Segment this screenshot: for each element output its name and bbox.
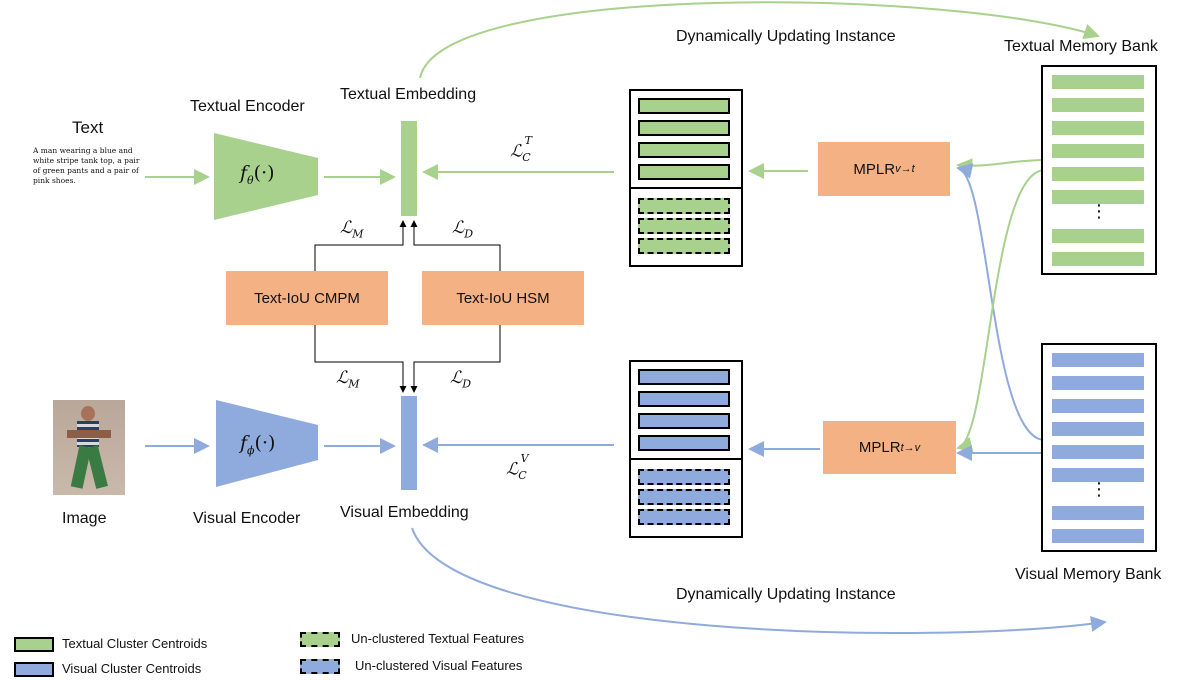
visual-encoder-title: Visual Encoder xyxy=(193,510,301,527)
visual-embedding-bar xyxy=(401,396,417,490)
loss-contrastive-text: ℒCT xyxy=(510,134,533,165)
textual-encoder-function: fθ(·) xyxy=(240,162,275,187)
cmpm-down-connector xyxy=(314,325,407,393)
textual-memory-entry xyxy=(1052,229,1144,243)
visual-centroid xyxy=(638,413,730,429)
legend-visual-centroids: Visual Cluster Centroids xyxy=(62,661,202,676)
image-input-label: Image xyxy=(62,510,107,527)
visual-memory-entry xyxy=(1052,353,1144,367)
text-iou-hsm-box: Text-IoU HSM xyxy=(422,271,584,325)
textual-memory-entry xyxy=(1052,167,1144,181)
visual-memory-entry xyxy=(1052,422,1144,436)
unclustered-visual-feature xyxy=(638,469,730,485)
visual-update-arc xyxy=(411,527,1107,635)
unclustered-textual-feature xyxy=(638,218,730,234)
visual-centroid xyxy=(638,369,730,385)
loss-d-top: ℒD xyxy=(452,218,474,241)
unclustered-visual-feature xyxy=(638,509,730,525)
textual-embedding-title: Textual Embedding xyxy=(340,86,477,103)
visual-memory-entry xyxy=(1052,376,1144,390)
textual-centroid xyxy=(638,164,730,180)
loss-m-bottom: ℒM xyxy=(336,368,360,391)
textual-centroid xyxy=(638,120,730,136)
legend-unclustered-textual-swatch xyxy=(300,632,340,647)
top-update-label: Dynamically Updating Instance xyxy=(676,28,896,45)
visual-memory-entry xyxy=(1052,506,1144,520)
visual-centroid-stack xyxy=(629,360,743,538)
unclustered-visual-feature xyxy=(638,489,730,505)
visual-encoder-function: fϕ(·) xyxy=(240,432,276,457)
person-image xyxy=(53,400,125,495)
visual-memory-bank-title: Visual Memory Bank xyxy=(1015,566,1162,583)
textual-encoder-title: Textual Encoder xyxy=(190,98,305,115)
visual-embedding-title: Visual Embedding xyxy=(340,504,469,521)
loss-contrastive-visual: ℒCV xyxy=(506,452,529,483)
textual-encoder-shape xyxy=(214,133,318,220)
unclustered-textual-feature xyxy=(638,238,730,254)
visual-centroid xyxy=(638,391,730,407)
legend-textual-centroids: Textual Cluster Centroids xyxy=(62,636,208,651)
text-update-arc xyxy=(419,1,1100,79)
visual-centroid xyxy=(638,435,730,451)
textual-memory-entry xyxy=(1052,252,1144,266)
hsm-up-connector xyxy=(410,220,501,271)
legend-unclustered-visual-swatch xyxy=(300,659,340,674)
legend-unclustered-textual: Un-clustered Textual Features xyxy=(351,631,525,646)
hsm-down-connector xyxy=(410,325,501,393)
text-bank-to-mplr-tv-curve xyxy=(956,169,1046,453)
textual-embedding-bar xyxy=(401,121,417,216)
visual-bank-ellipsis: ⋮ xyxy=(1090,479,1108,499)
visual-bank-to-mplr-vt-curve xyxy=(956,163,1046,441)
cmpm-up-connector xyxy=(314,220,407,271)
legend-visual-centroid-swatch xyxy=(14,662,54,677)
loss-d-bottom: ℒD xyxy=(450,368,472,391)
text-bank-to-mplr-vt-curve xyxy=(956,158,1046,175)
textual-memory-entry xyxy=(1052,144,1144,158)
textual-centroid xyxy=(638,142,730,158)
textual-memory-entry xyxy=(1052,75,1144,89)
textual-memory-bank: ⋮ xyxy=(1041,65,1157,275)
textual-bank-ellipsis: ⋮ xyxy=(1090,201,1108,221)
visual-memory-entry xyxy=(1052,529,1144,543)
legend-unclustered-visual: Un-clustered Visual Features xyxy=(355,658,523,673)
textual-memory-entry xyxy=(1052,121,1144,135)
text-input-snippet: A man wearing a blue and white stripe ta… xyxy=(33,146,140,185)
text-iou-cmpm-box: Text-IoU CMPM xyxy=(226,271,388,325)
textual-centroid xyxy=(638,98,730,114)
visual-memory-bank: ⋮ xyxy=(1041,343,1157,552)
visual-memory-entry xyxy=(1052,399,1144,413)
loss-m-top: ℒM xyxy=(340,218,364,241)
text-input-label: Text xyxy=(72,118,104,137)
textual-memory-entry xyxy=(1052,98,1144,112)
visual-memory-entry xyxy=(1052,445,1144,459)
textual-memory-entry xyxy=(1052,190,1144,204)
visual-memory-entry xyxy=(1052,468,1144,482)
legend-textual-centroid-swatch xyxy=(14,637,54,652)
textual-centroid-stack xyxy=(629,89,743,267)
unclustered-textual-feature xyxy=(638,198,730,214)
visual-encoder-shape xyxy=(216,400,318,487)
bottom-update-label: Dynamically Updating Instance xyxy=(676,586,896,603)
textual-memory-bank-title: Textual Memory Bank xyxy=(1004,38,1158,55)
